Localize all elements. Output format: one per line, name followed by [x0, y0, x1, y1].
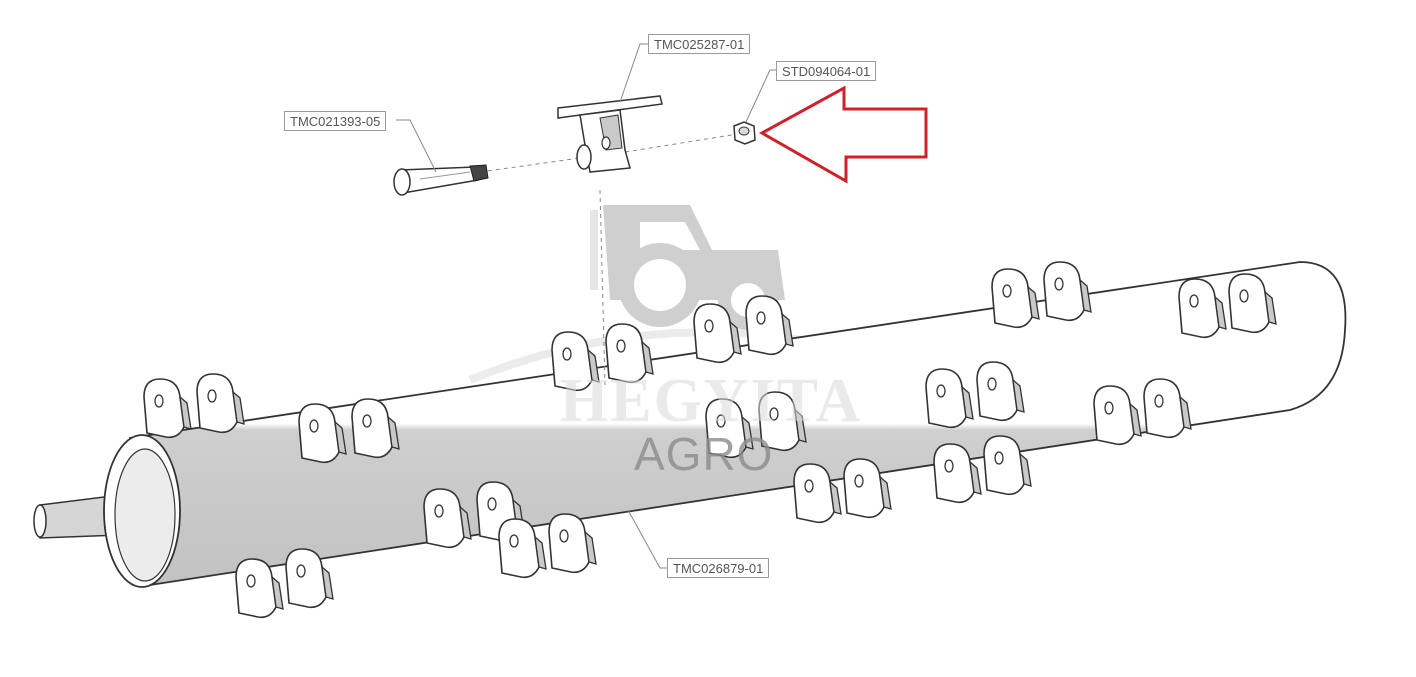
- watermark-sub: AGRO: [634, 428, 774, 480]
- tractor-logo-icon: [468, 205, 922, 384]
- callout-pin: TMC021393-05: [284, 111, 387, 131]
- knife-holder-part: [557, 95, 663, 173]
- callout-nut: STD094064-01: [776, 61, 877, 81]
- pin-part: [393, 164, 489, 196]
- assembly-lines: [479, 133, 739, 386]
- leader-lines: [396, 43, 778, 569]
- highlight-arrow-icon: [758, 85, 928, 184]
- watermark-brand: HEGYITA: [560, 367, 863, 435]
- nut-part: [733, 121, 756, 145]
- callout-knife-holder: TMC025287-01: [648, 34, 751, 54]
- callout-rotor-shaft: TMC026879-01: [667, 558, 770, 578]
